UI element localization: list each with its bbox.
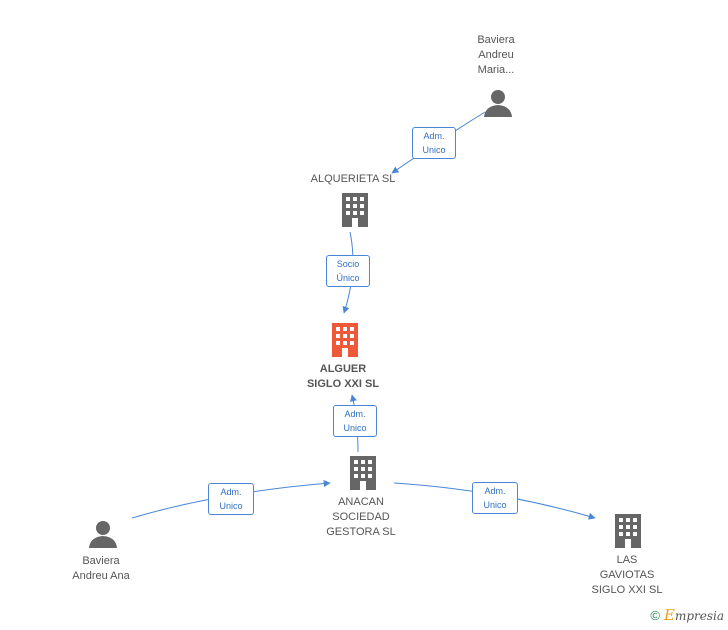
brand-logo[interactable]: Empresia: [664, 606, 724, 624]
building-icon[interactable]: [330, 323, 360, 357]
building-icon[interactable]: [340, 193, 370, 227]
edge-badge-alquerieta-alguer[interactable]: Socio Único: [326, 255, 370, 287]
node-label-anacan[interactable]: ANACAN SOCIEDAD GESTORA SL: [326, 496, 396, 538]
edge-badge-anacan-gaviotas[interactable]: Adm. Unico: [472, 482, 518, 514]
edge-badge-maria-alquerieta[interactable]: Adm. Unico: [412, 127, 456, 159]
copyright-icon: ©: [650, 607, 660, 623]
edge-badge-ana-anacan[interactable]: Adm. Unico: [208, 483, 254, 515]
node-label-person-ana[interactable]: Baviera Andreu Ana: [72, 555, 130, 582]
node-label-gaviotas[interactable]: LAS GAVIOTAS SIGLO XXI SL: [591, 554, 663, 596]
edge-badge-anacan-alguer[interactable]: Adm. Unico: [333, 405, 377, 437]
node-label-person-maria[interactable]: Baviera Andreu Maria...: [477, 34, 515, 76]
building-icon[interactable]: [348, 456, 378, 490]
node-label-alquerieta[interactable]: ALQUERIETA SL: [310, 173, 396, 185]
person-icon[interactable]: [483, 88, 513, 118]
node-label-alguer[interactable]: ALGUER SIGLO XXI SL: [306, 363, 380, 390]
brand-name: mpresia: [674, 609, 724, 623]
person-icon[interactable]: [88, 519, 118, 549]
building-icon[interactable]: [613, 514, 643, 548]
footer-brand[interactable]: © Empresia: [650, 606, 724, 624]
brand-initial: E: [663, 606, 675, 624]
